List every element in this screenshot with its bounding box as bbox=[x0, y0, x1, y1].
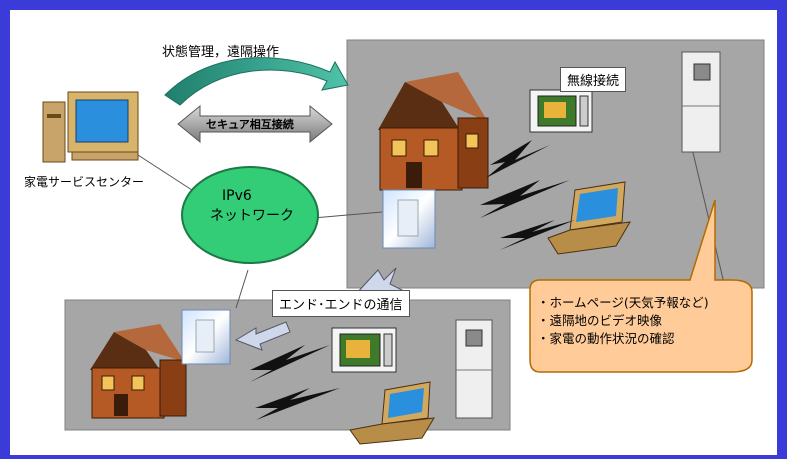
lower-laptop bbox=[349, 381, 435, 445]
callout-item-2: ・遠隔地のビデオ映像 bbox=[537, 313, 663, 328]
info-callout bbox=[529, 199, 753, 373]
lower-microwave bbox=[331, 327, 397, 373]
ipv6-line2: ネットワーク bbox=[210, 208, 294, 224]
upper-fridge bbox=[681, 51, 721, 153]
ipv6-cloud bbox=[181, 166, 319, 264]
upper-house bbox=[378, 72, 489, 191]
lower-fridge bbox=[455, 319, 493, 419]
left-arrow bbox=[234, 321, 291, 351]
wireless-label: 無線接続 bbox=[560, 67, 627, 92]
bolt-2 bbox=[480, 180, 570, 218]
secure-double-arrow bbox=[177, 104, 333, 144]
line-center-to-cloud bbox=[137, 154, 196, 193]
diagram-canvas: 状態管理，遠隔操作 セキュア相互接続 家電サービスセンター IPv6 ネットワー… bbox=[10, 10, 777, 455]
upper-microwave bbox=[529, 89, 593, 133]
callout-item-1: ・ホームページ(天気予報など) bbox=[537, 295, 709, 310]
line-cloud-to-lower bbox=[235, 269, 249, 309]
bolt-1 bbox=[486, 140, 550, 178]
ipv6-label: IPv6 ネットワーク bbox=[210, 186, 294, 226]
remote-control-label: 状態管理，遠隔操作 bbox=[162, 45, 280, 60]
upper-gateway-face bbox=[397, 199, 419, 237]
callout-list: ・ホームページ(天気予報など) ・遠隔地のビデオ映像 ・家電の動作状況の確認 bbox=[537, 294, 709, 348]
service-center-label: 家電サービスセンター bbox=[24, 175, 145, 189]
bolt-3 bbox=[500, 220, 575, 250]
upper-laptop bbox=[547, 181, 631, 255]
control-arrow bbox=[164, 57, 349, 106]
end-to-end-label: エンド･エンドの通信 bbox=[272, 290, 410, 317]
service-center-computer bbox=[42, 91, 139, 163]
callout-item-3: ・家電の動作状況の確認 bbox=[537, 331, 675, 346]
bolt-5 bbox=[255, 388, 340, 420]
diagram-svg bbox=[42, 39, 765, 445]
lower-gateway-face bbox=[195, 319, 215, 353]
bolt-4 bbox=[250, 345, 330, 382]
ipv6-line1: IPv6 bbox=[222, 188, 252, 204]
line-cloud-to-home bbox=[312, 211, 383, 219]
lower-house bbox=[90, 324, 187, 419]
secure-connection-label: セキュア相互接続 bbox=[206, 118, 294, 131]
